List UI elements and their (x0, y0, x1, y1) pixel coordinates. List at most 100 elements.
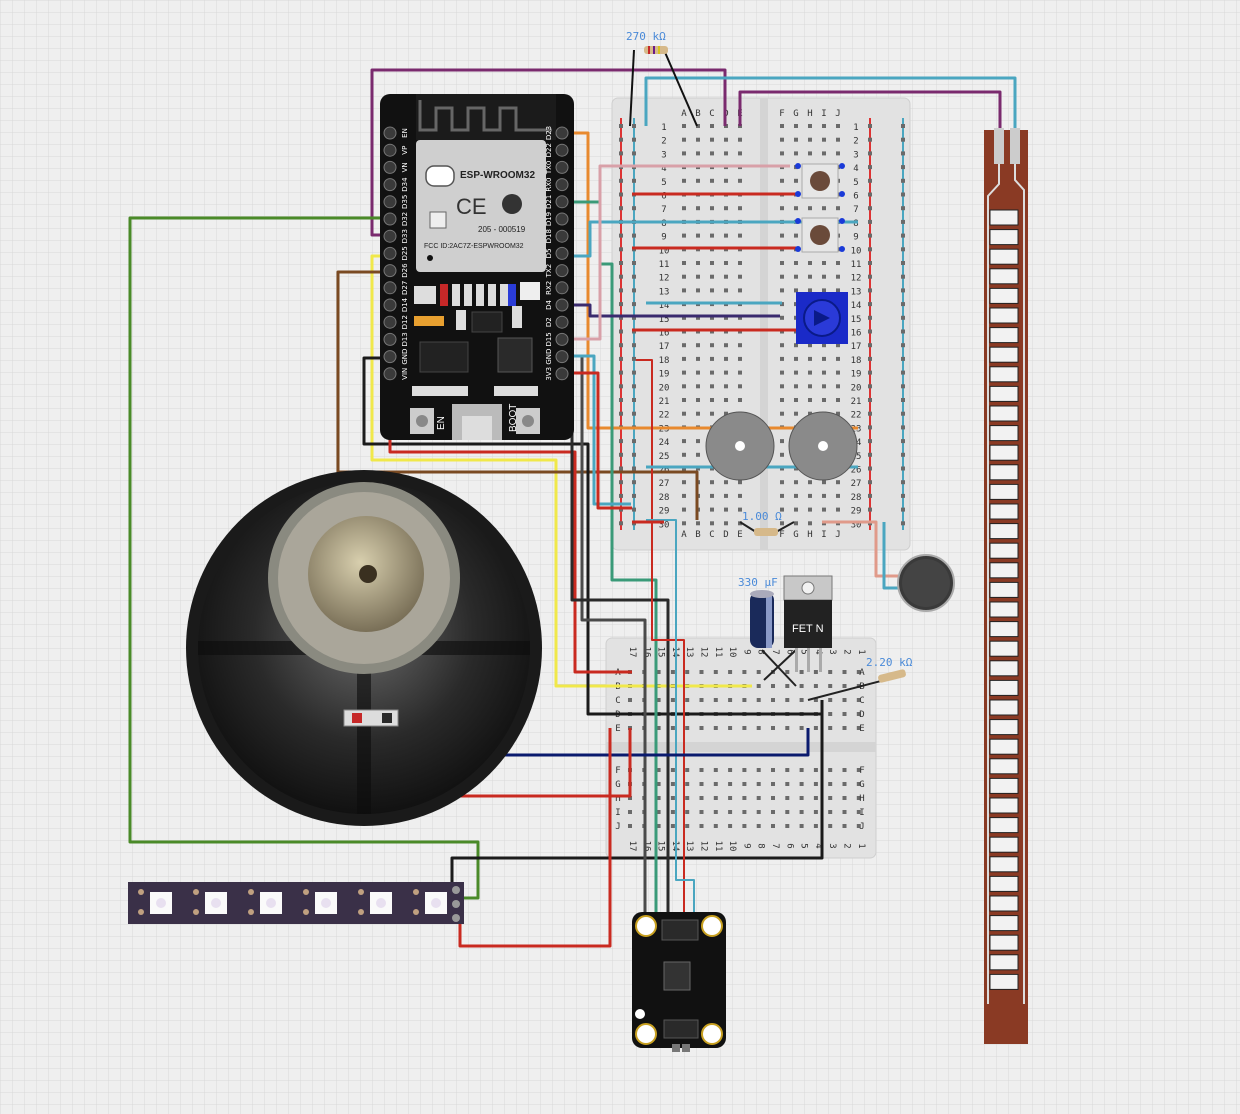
rail-hole[interactable] (619, 137, 623, 142)
sensor-breakout[interactable] (632, 912, 726, 1052)
rail-hole[interactable] (632, 398, 636, 402)
rail-hole[interactable] (619, 178, 623, 183)
esp-pin-left[interactable] (383, 229, 397, 243)
breadboard-hole[interactable] (696, 206, 700, 211)
rail-hole[interactable] (901, 343, 905, 348)
half-bb-hole[interactable] (799, 684, 804, 688)
breadboard-hole[interactable] (696, 384, 700, 389)
breadboard-hole[interactable] (682, 411, 686, 416)
breadboard-hole[interactable] (808, 137, 812, 142)
half-bb-hole[interactable] (742, 824, 747, 828)
half-bb-hole[interactable] (656, 810, 661, 814)
breadboard-hole[interactable] (794, 206, 798, 211)
half-bb-hole[interactable] (699, 726, 704, 730)
half-bb-hole[interactable] (828, 670, 833, 674)
esp-pin-left[interactable] (383, 315, 397, 329)
half-bb-hole[interactable] (670, 726, 675, 730)
rail-hole[interactable] (632, 137, 636, 142)
esp-pin-right[interactable] (555, 298, 569, 312)
breadboard-hole[interactable] (836, 370, 840, 375)
breadboard-hole[interactable] (808, 370, 812, 375)
rail-hole[interactable] (632, 178, 636, 183)
breadboard-hole[interactable] (710, 315, 714, 320)
breadboard-hole[interactable] (822, 151, 826, 156)
half-bb-hole[interactable] (828, 712, 833, 716)
half-bb-hole[interactable] (799, 782, 804, 786)
half-bb-hole[interactable] (856, 810, 861, 814)
breadboard-hole[interactable] (780, 315, 784, 320)
breadboard-hole[interactable] (724, 137, 728, 142)
half-bb-hole[interactable] (756, 698, 761, 702)
esp-pin-left[interactable] (383, 298, 397, 312)
rail-hole[interactable] (901, 302, 905, 307)
breadboard-hole[interactable] (808, 288, 812, 293)
half-bb-hole[interactable] (742, 726, 747, 730)
rail-hole[interactable] (868, 452, 872, 457)
breadboard-hole[interactable] (682, 261, 686, 265)
breadboard-hole[interactable] (696, 411, 700, 416)
half-bb-hole[interactable] (699, 768, 704, 772)
breadboard-hole[interactable] (738, 370, 742, 375)
rail-hole[interactable] (632, 370, 636, 375)
half-bb-hole[interactable] (670, 796, 675, 800)
rail-hole[interactable] (632, 480, 636, 485)
breadboard-hole[interactable] (738, 398, 742, 402)
breadboard-hole[interactable] (738, 356, 742, 361)
rail-hole[interactable] (632, 274, 636, 279)
buzzer-left[interactable] (705, 411, 775, 481)
half-bb-hole[interactable] (656, 698, 661, 702)
breadboard-hole[interactable] (822, 343, 826, 348)
half-bb-hole[interactable] (742, 768, 747, 772)
rail-hole[interactable] (868, 507, 872, 512)
esp-pin-right[interactable] (555, 281, 569, 295)
rail-hole[interactable] (901, 315, 905, 320)
rail-hole[interactable] (868, 165, 872, 170)
half-bb-hole[interactable] (828, 684, 833, 688)
half-bb-hole[interactable] (670, 768, 675, 772)
rail-hole[interactable] (632, 466, 636, 471)
breadboard-hole[interactable] (780, 206, 784, 211)
breadboard-hole[interactable] (794, 261, 798, 265)
rail-hole[interactable] (632, 411, 636, 416)
half-bb-hole[interactable] (799, 810, 804, 814)
half-bb-hole[interactable] (785, 698, 790, 702)
half-bb-hole[interactable] (842, 824, 847, 828)
half-bb-hole[interactable] (685, 726, 690, 730)
rail-hole[interactable] (868, 137, 872, 142)
rail-hole[interactable] (619, 452, 623, 457)
breadboard-hole[interactable] (738, 274, 742, 279)
rail-hole[interactable] (868, 343, 872, 348)
rail-hole[interactable] (901, 151, 905, 156)
rail-hole[interactable] (632, 302, 636, 307)
half-bb-hole[interactable] (699, 698, 704, 702)
esp-pin-right[interactable] (555, 143, 569, 157)
breadboard-hole[interactable] (696, 356, 700, 361)
breadboard-hole[interactable] (682, 137, 686, 142)
breadboard-hole[interactable] (682, 288, 686, 293)
rail-hole[interactable] (901, 521, 905, 526)
breadboard-hole[interactable] (836, 411, 840, 416)
rail-hole[interactable] (619, 233, 623, 238)
breadboard-hole[interactable] (724, 274, 728, 279)
half-bb-hole[interactable] (856, 712, 861, 716)
rail-hole[interactable] (632, 206, 636, 211)
breadboard-hole[interactable] (738, 493, 742, 498)
breadboard-hole[interactable] (710, 398, 714, 402)
rail-hole[interactable] (619, 411, 623, 416)
breadboard-hole[interactable] (794, 507, 798, 512)
breadboard-hole[interactable] (836, 398, 840, 402)
esp-pin-right[interactable] (555, 264, 569, 278)
esp-pin-left[interactable] (383, 212, 397, 226)
breadboard-hole[interactable] (738, 480, 742, 485)
rail-hole[interactable] (868, 192, 872, 197)
half-bb-hole[interactable] (771, 698, 775, 702)
rail-hole[interactable] (619, 466, 623, 471)
half-bb-hole[interactable] (656, 726, 661, 730)
rail-hole[interactable] (632, 233, 636, 238)
esp-pin-right[interactable] (555, 178, 569, 192)
breadboard-hole[interactable] (794, 124, 798, 128)
breadboard-hole[interactable] (794, 356, 798, 361)
half-bb-hole[interactable] (713, 824, 718, 828)
breadboard-hole[interactable] (682, 398, 686, 402)
rail-hole[interactable] (868, 370, 872, 375)
